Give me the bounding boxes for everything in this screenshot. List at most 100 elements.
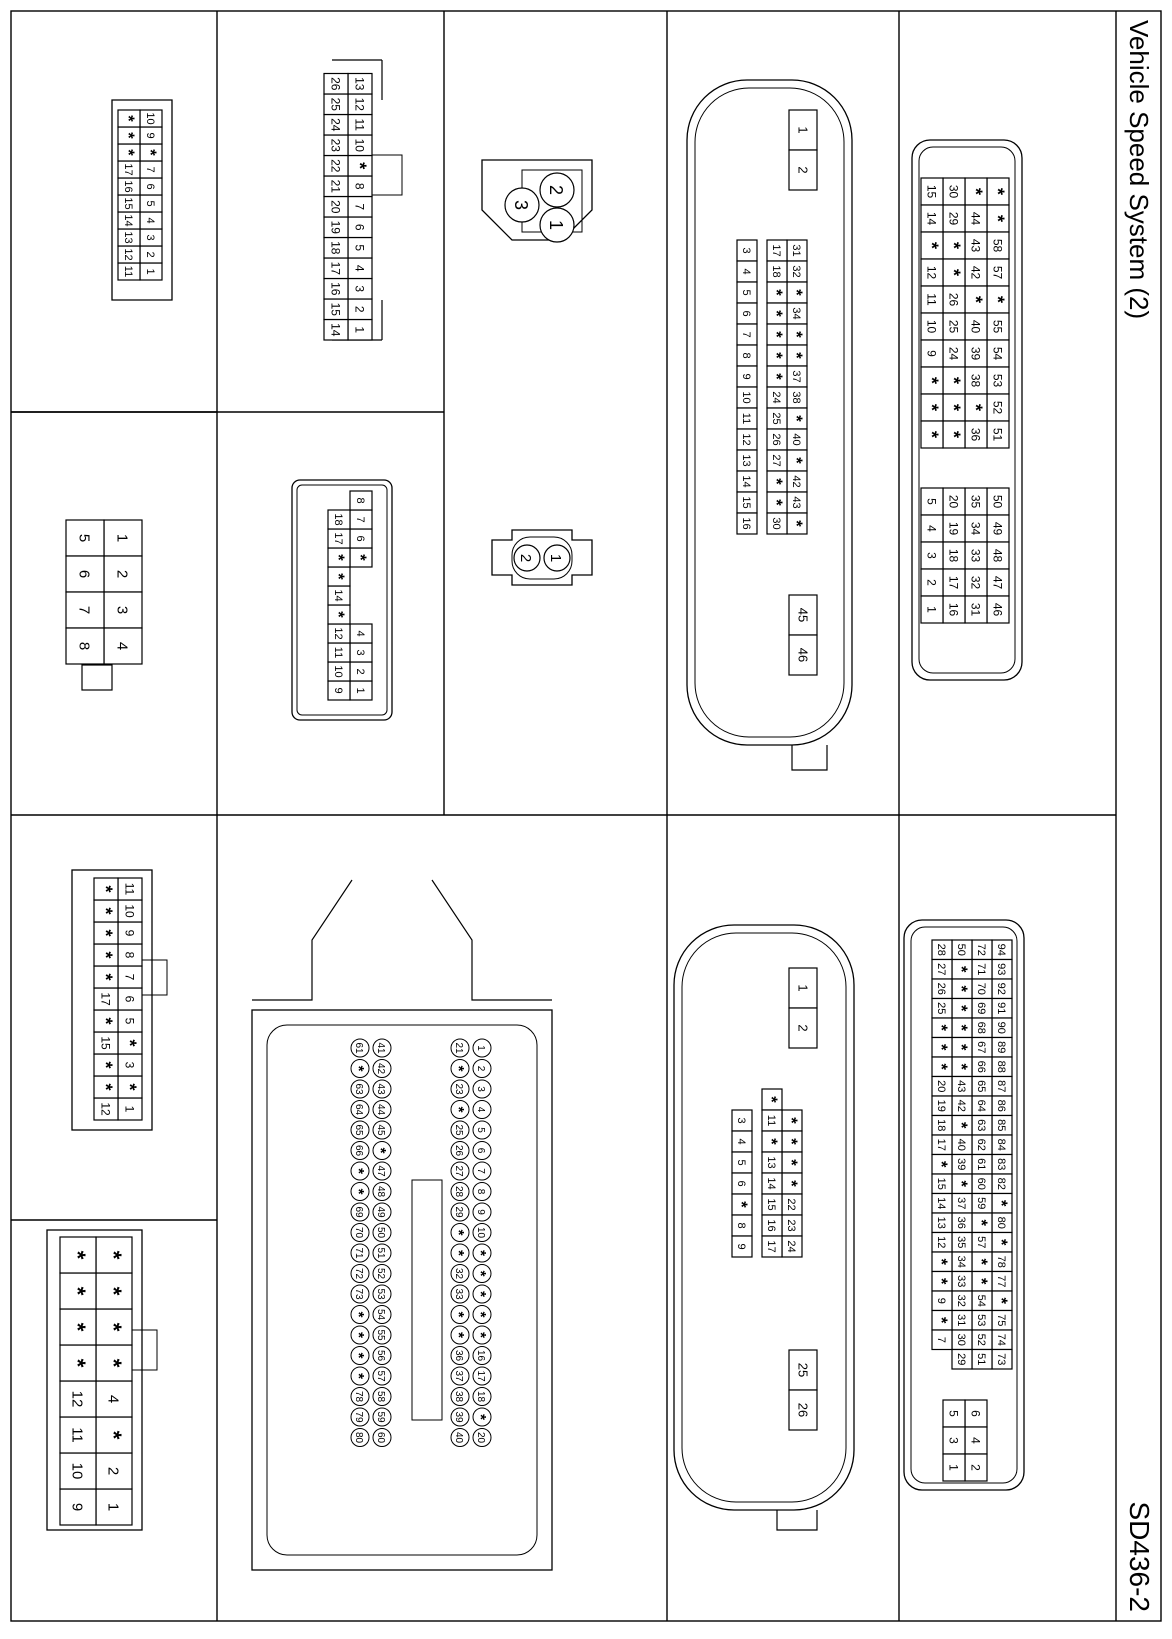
pin-label: 34 bbox=[955, 1256, 967, 1268]
pin-label: * bbox=[762, 1138, 780, 1145]
pin-label: 4 bbox=[925, 525, 939, 532]
pin-label: 15 bbox=[329, 303, 343, 317]
pin-label: 80 bbox=[353, 1432, 364, 1444]
pin-label: 18 bbox=[332, 513, 344, 525]
pin-socket bbox=[372, 1223, 392, 1242]
pin-label: 31 bbox=[969, 603, 983, 617]
connector-c92: 12 bbox=[491, 529, 593, 586]
pin-label: 19 bbox=[947, 522, 961, 536]
pin-label: 1 bbox=[795, 984, 810, 991]
pin-label: 69 bbox=[353, 1206, 364, 1218]
frame bbox=[10, 10, 1162, 1622]
title-strip: Vehicle Speed System (2) SD436-2 bbox=[1124, 20, 1155, 1612]
pin-cell bbox=[931, 1329, 953, 1351]
housing-outer bbox=[911, 139, 1023, 681]
pin-label: 3 bbox=[354, 649, 366, 655]
pin-label: 10 bbox=[925, 320, 939, 334]
pin-socket bbox=[350, 1161, 370, 1181]
pin-label: 4 bbox=[735, 1138, 747, 1144]
pin-label: 46 bbox=[795, 648, 810, 662]
pin-label: 69 bbox=[975, 1002, 987, 1014]
pin-cell bbox=[761, 1235, 783, 1258]
pin-label: 8 bbox=[475, 1189, 486, 1195]
pin-label: 5 bbox=[740, 289, 752, 295]
pin-label: 4 bbox=[105, 1395, 122, 1403]
pin-socket bbox=[472, 1141, 492, 1160]
pin-label: 89 bbox=[995, 1041, 1007, 1053]
pin-label: * bbox=[101, 1251, 126, 1260]
pin-label: * bbox=[95, 885, 115, 892]
pin-socket bbox=[350, 1325, 370, 1345]
pin-label: 40 bbox=[969, 320, 983, 334]
pin-label: 15 bbox=[935, 1178, 947, 1190]
pin-label: * bbox=[101, 1359, 126, 1368]
pin-socket bbox=[450, 1059, 470, 1078]
pin-label: * bbox=[101, 1323, 126, 1332]
pin-label: 30 bbox=[947, 185, 961, 199]
pin-socket bbox=[372, 1305, 392, 1324]
connector-c01k: 94939291908988878685848382*80*7877*75747… bbox=[903, 919, 1025, 1491]
pin-socket bbox=[350, 1038, 370, 1058]
pin-label: 91 bbox=[995, 1002, 1007, 1014]
pin-label: 42 bbox=[375, 1063, 386, 1075]
pin-label: 43 bbox=[955, 1080, 967, 1092]
pin-label: 6 bbox=[735, 1180, 747, 1186]
housing-inner bbox=[910, 926, 1018, 1484]
pin-socket bbox=[450, 1120, 470, 1140]
pin-label: 94 bbox=[995, 944, 1007, 956]
pin-label: 59 bbox=[375, 1411, 386, 1423]
pin-label: * bbox=[987, 296, 1007, 303]
connector-c53: 213 bbox=[481, 159, 593, 243]
pin-label: 44 bbox=[375, 1104, 386, 1116]
pin-socket bbox=[472, 1428, 492, 1447]
pin-label: 1 bbox=[795, 126, 810, 133]
housing-outer bbox=[71, 869, 153, 1131]
pin-label: 7 bbox=[935, 1337, 947, 1343]
pin-label: * bbox=[767, 310, 785, 317]
pin-label: 63 bbox=[353, 1083, 364, 1095]
pin-label: 17 bbox=[329, 262, 343, 276]
pin-socket bbox=[372, 1161, 392, 1181]
pin-label: 16 bbox=[122, 180, 134, 192]
pin-label: 17 bbox=[935, 1139, 947, 1151]
pin-label: 50 bbox=[955, 944, 967, 956]
pin-label: 27 bbox=[453, 1165, 464, 1177]
pin-label: 31 bbox=[955, 1314, 967, 1326]
pin-label: 93 bbox=[995, 963, 1007, 975]
pin-label: * bbox=[787, 352, 805, 359]
pin-label: 26 bbox=[795, 1403, 810, 1417]
pin-label: * bbox=[932, 1064, 950, 1071]
latch bbox=[141, 959, 168, 996]
pin-label: 4 bbox=[475, 1107, 486, 1113]
pin-label: 20 bbox=[935, 1080, 947, 1092]
pin-label: 35 bbox=[955, 1236, 967, 1248]
pin-label: 37 bbox=[790, 370, 802, 382]
pin-label: 57 bbox=[975, 1236, 987, 1248]
latch bbox=[776, 1510, 818, 1531]
pin-label: 3 bbox=[947, 1437, 961, 1444]
pin-label: * bbox=[952, 1005, 970, 1012]
pin-label: 13 bbox=[935, 1217, 947, 1229]
pin-label: * bbox=[472, 1271, 489, 1277]
pin-label: * bbox=[952, 1181, 970, 1188]
pin-label: 5 bbox=[947, 1410, 961, 1417]
pin-label: * bbox=[65, 1323, 90, 1332]
pin-label: 9 bbox=[332, 687, 344, 693]
pin-label: 22 bbox=[785, 1198, 797, 1210]
pin-label: * bbox=[992, 1200, 1010, 1207]
pin-label: 38 bbox=[969, 374, 983, 388]
pin-label: 14 bbox=[765, 1177, 777, 1189]
pin-label: * bbox=[932, 1278, 950, 1285]
pin-label: * bbox=[782, 1138, 800, 1145]
pin-label: 25 bbox=[935, 1002, 947, 1014]
pin-label: 78 bbox=[353, 1391, 364, 1403]
housing-outer bbox=[673, 924, 855, 1511]
pin-label: 88 bbox=[995, 1061, 1007, 1073]
page-title: Vehicle Speed System (2) bbox=[1124, 20, 1154, 319]
pin-label: 45 bbox=[795, 608, 810, 622]
pin-label: 20 bbox=[329, 200, 343, 214]
pin-label: 53 bbox=[991, 374, 1005, 388]
pin-label: 45 bbox=[375, 1124, 386, 1136]
pin-label: 33 bbox=[969, 549, 983, 563]
pin-socket bbox=[472, 1059, 492, 1078]
